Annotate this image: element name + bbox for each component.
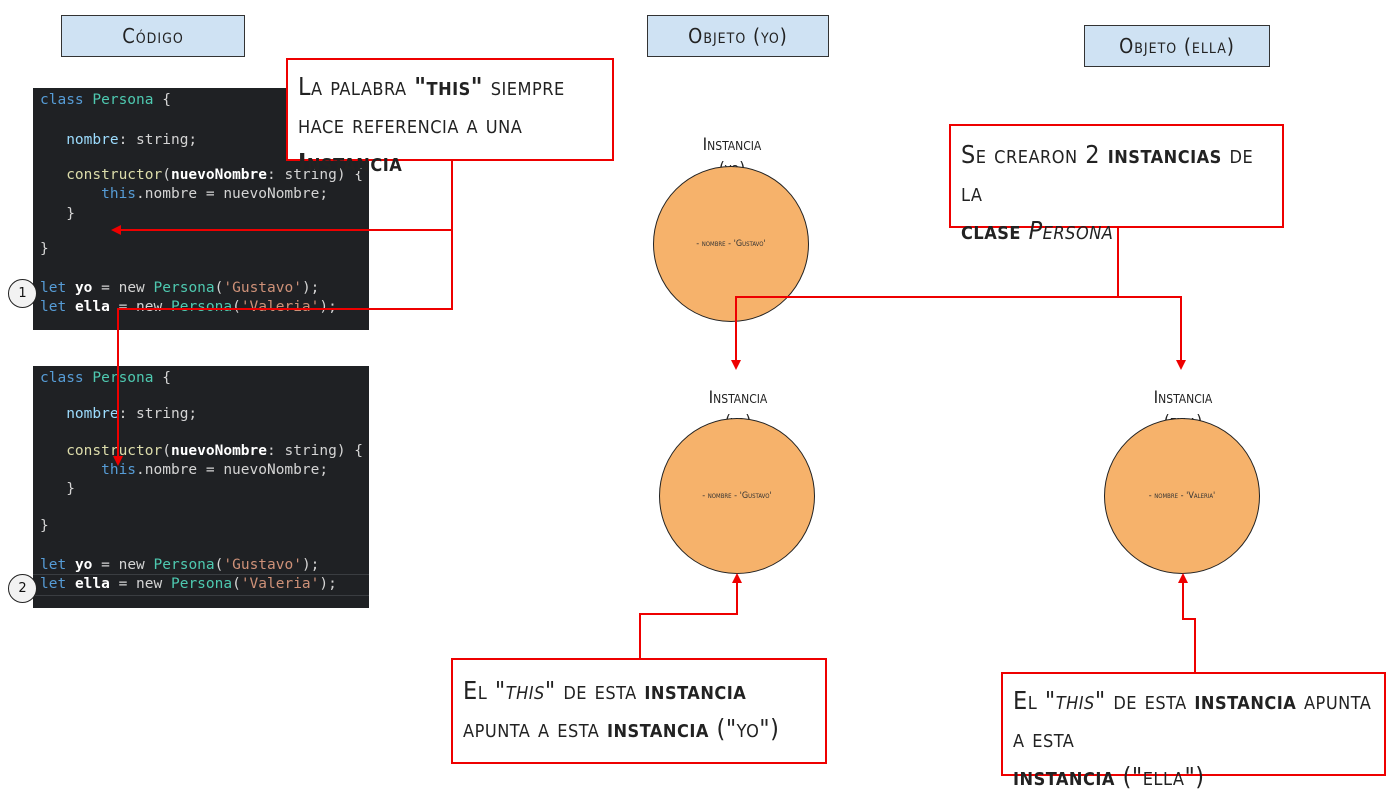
instance-circle-yo: - nombre - 'Gustavo' xyxy=(659,418,815,574)
code-line: this.nombre = nuevoNombre; xyxy=(101,186,329,202)
code-line: constructor(nuevoNombre: string) { xyxy=(66,443,364,459)
current-line-highlight xyxy=(33,574,369,596)
header-codigo-text: Código xyxy=(122,24,184,48)
code-line: nombre: string; xyxy=(66,406,198,422)
code-line: } xyxy=(40,518,49,534)
arrow-created-to-ella xyxy=(1118,296,1186,370)
instance-circle-top: - nombre - 'Gustavo' xyxy=(653,166,809,322)
step-2-badge: 2 xyxy=(8,574,37,603)
header-objeto-ella-text: Objeto (ella) xyxy=(1119,34,1235,58)
code-panel-2: class Persona { nombre: string; construc… xyxy=(33,366,369,608)
arrow-this-yo-up xyxy=(639,573,742,658)
arrow-this-ella-up xyxy=(1178,573,1196,672)
header-objeto-yo: Objeto (yo) xyxy=(647,15,829,57)
callout-this-reference: La palabra "this" siempre hace referenci… xyxy=(286,58,614,177)
code-line: let yo = new Persona('Gustavo'); xyxy=(40,557,320,573)
code-line: } xyxy=(66,481,75,497)
callout-this-yo: El "this" de esta instancia apunta a est… xyxy=(451,658,827,764)
header-objeto-yo-text: Objeto (yo) xyxy=(688,24,788,48)
header-objeto-ella: Objeto (ella) xyxy=(1084,25,1270,67)
code-line: this.nombre = nuevoNombre; xyxy=(101,462,329,478)
callout-instances-created: Se crearon 2 instancias de la clase Pers… xyxy=(949,124,1284,245)
step-1-badge: 1 xyxy=(8,279,37,308)
callout-this-ella: El "this" de esta instancia apunta a est… xyxy=(1001,672,1386,791)
code-line: nombre: string; xyxy=(66,132,198,148)
code-line: let ella = new Persona('Valeria'); xyxy=(40,576,337,592)
code-line: let ella = new Persona('Valeria'); xyxy=(40,299,337,315)
code-line: } xyxy=(40,241,49,257)
instance-circle-ella: - nombre - 'Valeria' xyxy=(1104,418,1260,574)
code-line: } xyxy=(66,206,75,222)
code-line: class Persona { xyxy=(40,92,171,108)
header-codigo: Código xyxy=(61,15,245,57)
code-line: class Persona { xyxy=(40,370,171,386)
code-line: let yo = new Persona('Gustavo'); xyxy=(40,280,320,296)
